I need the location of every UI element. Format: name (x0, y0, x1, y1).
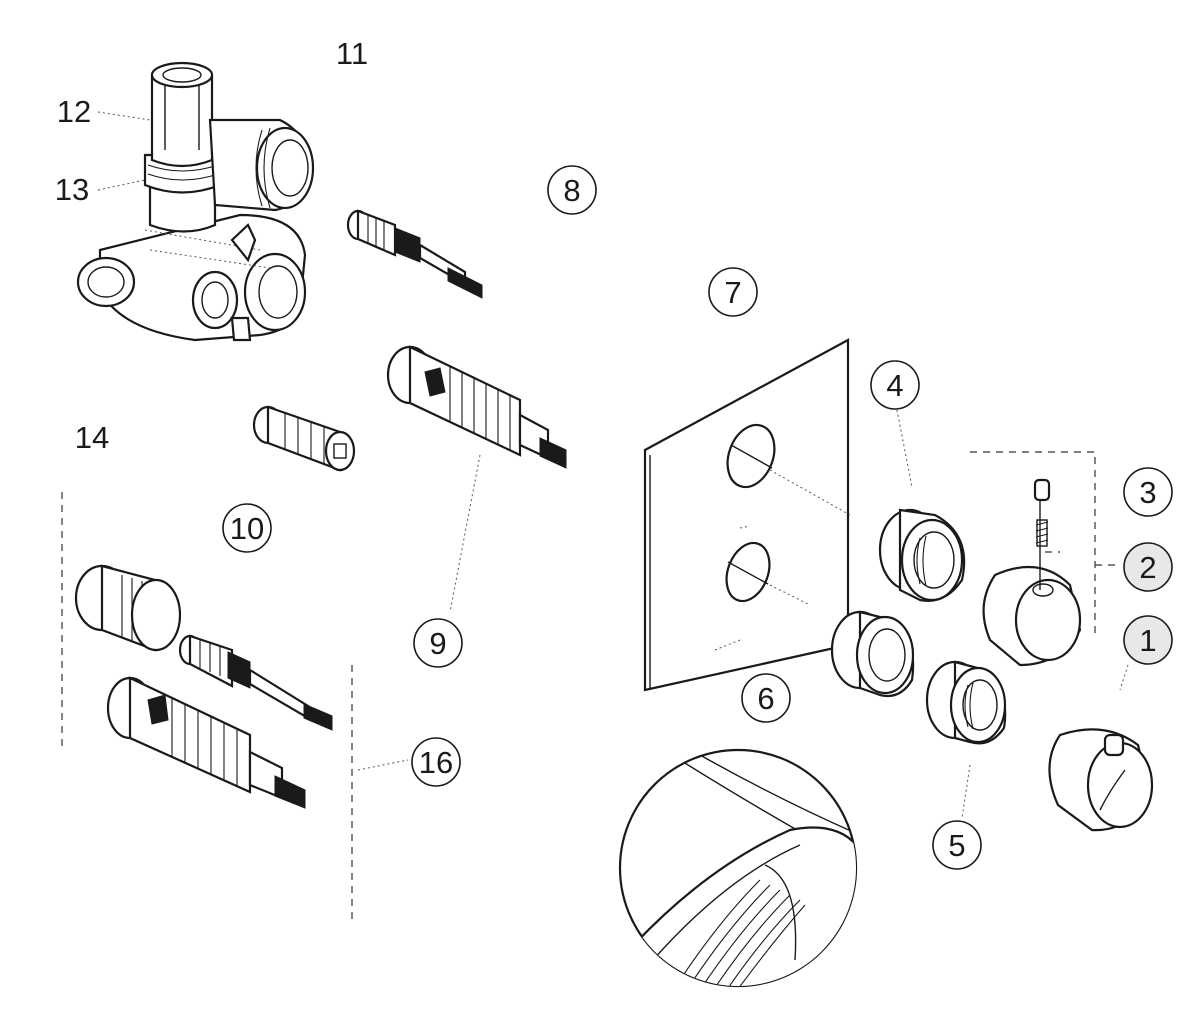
leader-lines (97, 111, 1129, 819)
callout-1: 1 (1123, 615, 1173, 665)
label-7: 7 (724, 275, 741, 310)
label-16: 16 (419, 745, 453, 780)
callout-8: 8 (547, 165, 597, 215)
label-11: 11 (336, 36, 368, 71)
label-13: 13 (55, 172, 89, 207)
label-10: 10 (230, 511, 264, 546)
part-14-16-assembly (61, 492, 353, 925)
callout-6: 6 (741, 673, 791, 723)
label-3: 3 (1139, 475, 1156, 510)
detail-magnifier-circle (618, 748, 858, 988)
part-2-upper-handle (982, 500, 1082, 667)
callouts: 11 12 13 14 8 7 4 10 9 16 (55, 36, 1173, 870)
label-1: 1 (1139, 623, 1156, 658)
part-3-set-screw (1033, 478, 1051, 547)
callout-10: 10 (222, 503, 272, 553)
part-5-bushing-front (925, 660, 1007, 745)
valve-body (76, 61, 315, 342)
callout-7: 7 (708, 267, 758, 317)
label-2: 2 (1139, 550, 1156, 585)
label-5: 5 (948, 828, 965, 863)
part-1-lower-handle (1048, 728, 1154, 832)
label-6: 6 (757, 681, 774, 716)
callout-2: 2 (1123, 542, 1173, 592)
part-8-stem-cartridge (346, 209, 483, 299)
callout-3: 3 (1123, 467, 1173, 517)
part-7-cover-plate (643, 338, 851, 692)
callout-16: 16 (411, 737, 461, 787)
part-4-bushing-upper (878, 508, 966, 602)
callout-4: 4 (870, 360, 920, 410)
label-9: 9 (429, 626, 446, 661)
label-14: 14 (75, 420, 109, 455)
part-10-spring-insert (252, 405, 356, 472)
callout-5: 5 (932, 820, 982, 870)
part-9-thermostatic-cartridge (386, 345, 567, 469)
callout-9: 9 (413, 618, 463, 668)
label-12: 12 (57, 94, 91, 129)
label-4: 4 (886, 368, 903, 403)
part-6-bushing-lower (830, 610, 915, 698)
label-8: 8 (563, 173, 580, 208)
